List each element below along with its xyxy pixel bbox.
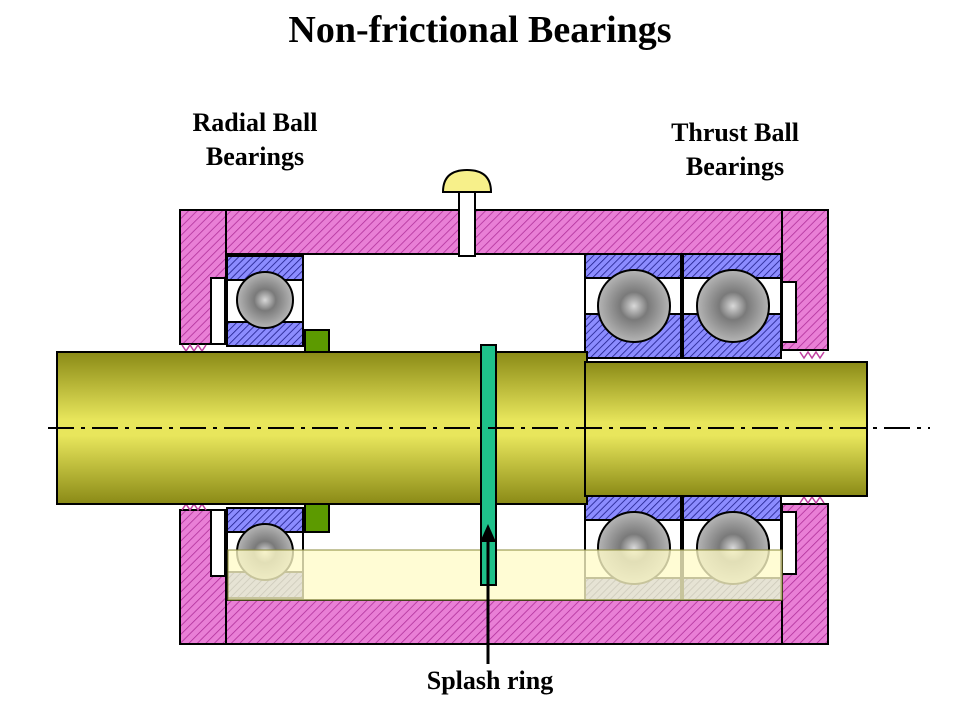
housing [179,209,829,645]
oil-filler-plug [441,168,493,257]
label-radial-ball-bearings: Radial Ball Bearings [150,106,360,174]
splash-ring-arrow [480,524,496,664]
diagram-title: Non-frictional Bearings [288,9,672,51]
plug-stem [458,191,476,257]
label-radial-line-1: Radial Ball [192,108,318,137]
arrow-head [480,524,496,542]
label-thrust-line-1: Thrust Ball [671,118,799,147]
seal-right-upper [799,350,825,360]
thrust-top-ball-2 [696,269,770,343]
spacer-wall-right-lower [781,511,797,575]
seal-right-lower [799,495,825,505]
label-splash-ring: Splash ring [426,666,554,695]
thrust-bearing-top [584,253,782,359]
thrust-top-ball-1 [597,269,671,343]
spacer-block-top [304,329,330,355]
label-radial-line-2: Bearings [205,142,305,171]
spacer-wall-left-lower [210,509,226,577]
housing-bottom [179,599,829,645]
spacer-wall-right-upper [781,281,797,343]
plug-head [441,168,493,193]
housing-top [179,209,829,255]
oil-level [227,549,783,601]
seal-left-upper [181,343,207,353]
radial-bearing-top [226,255,304,347]
radial-top-outer-race [226,255,304,281]
label-thrust-ball-bearings: Thrust Ball Bearings [630,116,840,184]
label-thrust-line-2: Bearings [685,152,785,181]
spacer-block-bottom [304,501,330,533]
radial-top-ball [236,271,294,329]
spacer-wall-left-upper [210,277,226,345]
